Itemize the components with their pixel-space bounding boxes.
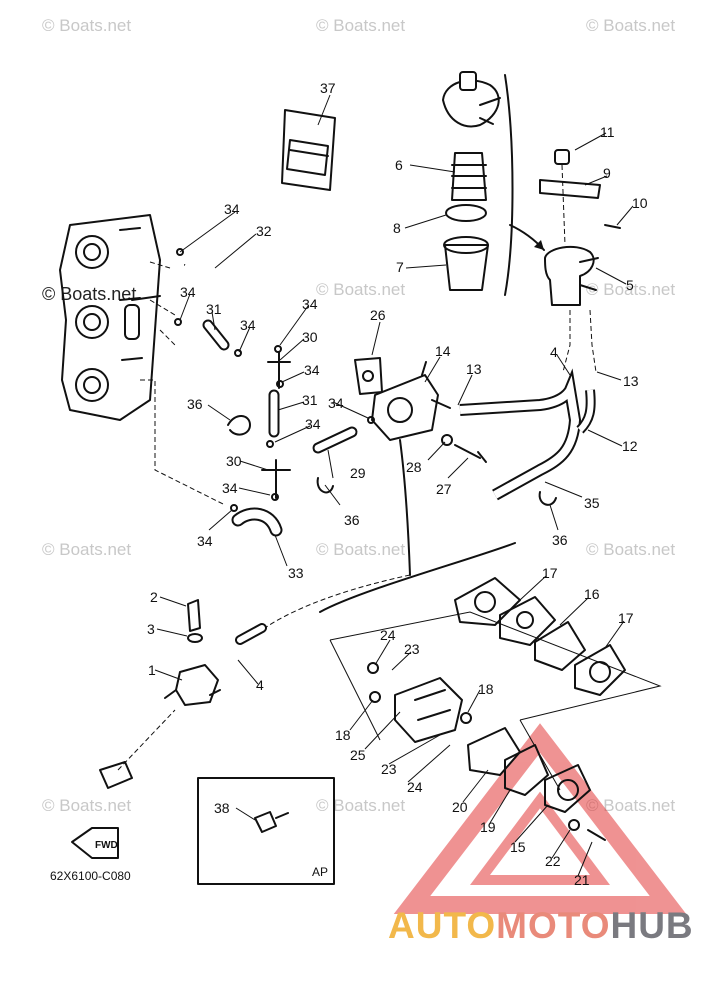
callout-30a: 30 <box>302 329 318 345</box>
logo-part-2: MOTO <box>496 905 611 946</box>
callout-25: 25 <box>350 747 366 763</box>
callout-9: 9 <box>603 165 611 181</box>
callout-28: 28 <box>406 459 422 475</box>
callout-34g: 34 <box>305 416 321 432</box>
callout-19: 19 <box>480 819 496 835</box>
watermark: © Boats.net <box>42 796 132 815</box>
callout-36a: 36 <box>187 396 203 412</box>
watermark: © Boats.net <box>586 540 676 559</box>
logo-triangle-icon <box>393 723 687 914</box>
callout-5: 5 <box>626 277 634 293</box>
fuel-pump <box>354 357 451 441</box>
watermark: © Boats.net <box>42 284 137 304</box>
callout-13b: 13 <box>466 361 482 377</box>
fuel-joint <box>99 599 267 789</box>
callout-23a: 23 <box>404 641 420 657</box>
watermark: © Boats.net <box>586 796 676 815</box>
diagram-code: 62X6100-C080 <box>50 869 131 883</box>
callout-30b: 30 <box>226 453 242 469</box>
ap-label: AP <box>312 865 329 879</box>
callout-31b: 31 <box>302 392 318 408</box>
watermark: © Boats.net <box>42 540 132 559</box>
callout-6: 6 <box>395 157 403 173</box>
callout-12: 12 <box>622 438 638 454</box>
ap-box <box>197 777 335 885</box>
fuel-filter-assembly <box>442 71 545 296</box>
callout-17a: 17 <box>542 565 558 581</box>
callout-20: 20 <box>452 799 468 815</box>
callout-29: 29 <box>350 465 366 481</box>
callout-24b: 24 <box>407 779 423 795</box>
callout-26: 26 <box>370 307 386 323</box>
callout-3: 3 <box>147 621 155 637</box>
callout-32: 32 <box>256 223 272 239</box>
callout-22: 22 <box>545 853 561 869</box>
callout-34d: 34 <box>302 296 318 312</box>
callout-23b: 23 <box>381 761 397 777</box>
watermark: © Boats.net <box>42 16 132 35</box>
callout-35: 35 <box>584 495 600 511</box>
callout-34f: 34 <box>328 395 344 411</box>
callout-34b: 34 <box>180 284 196 300</box>
callout-15: 15 <box>510 839 526 855</box>
watermark: © Boats.net <box>316 280 406 299</box>
callout-37: 37 <box>320 80 336 96</box>
callout-27: 27 <box>436 481 452 497</box>
callout-18a: 18 <box>478 681 494 697</box>
callout-18b: 18 <box>335 727 351 743</box>
watermark: © Boats.net <box>316 796 406 815</box>
callout-14: 14 <box>435 343 451 359</box>
callout-17b: 17 <box>618 610 634 626</box>
fwd-label: FWD <box>95 840 118 851</box>
callout-8: 8 <box>393 220 401 236</box>
engine-block <box>59 214 161 421</box>
pump-exploded <box>367 577 626 841</box>
callout-34e: 34 <box>304 362 320 378</box>
callout-31a: 31 <box>206 301 222 317</box>
callout-34h: 34 <box>222 480 238 496</box>
fwd-arrow-icon: FWD <box>71 827 119 859</box>
callouts: 37 6 8 7 11 9 10 5 4 13 12 13 14 26 34 3… <box>147 80 648 888</box>
callout-36b: 36 <box>344 512 360 528</box>
callout-38: 38 <box>214 800 230 816</box>
fuel-filter <box>539 149 621 306</box>
callout-2: 2 <box>150 589 158 605</box>
watermark: © Boats.net <box>586 16 676 35</box>
callout-7: 7 <box>396 259 404 275</box>
watermark: © Boats.net <box>316 540 406 559</box>
watermark: © Boats.net <box>316 16 406 35</box>
part-38 <box>254 811 289 833</box>
callout-4b: 4 <box>256 677 264 693</box>
label-plate <box>281 109 336 191</box>
watermark: © Boats.net <box>586 280 676 299</box>
callout-4a: 4 <box>550 344 558 360</box>
logo-part-3: HUB <box>610 905 694 946</box>
callout-10: 10 <box>632 195 648 211</box>
logo-part-1: AUTO <box>388 905 497 946</box>
callout-36c: 36 <box>552 532 568 548</box>
callout-34a: 34 <box>224 201 240 217</box>
callout-33: 33 <box>288 565 304 581</box>
callout-24a: 24 <box>380 627 396 643</box>
callout-16: 16 <box>584 586 600 602</box>
callout-21: 21 <box>574 872 590 888</box>
automotohub-logo: AUTOMOTOHUB <box>388 905 694 947</box>
callout-1: 1 <box>148 662 156 678</box>
callout-34i: 34 <box>197 533 213 549</box>
callout-11: 11 <box>600 124 615 140</box>
callout-34c: 34 <box>240 317 256 333</box>
callout-13a: 13 <box>623 373 639 389</box>
